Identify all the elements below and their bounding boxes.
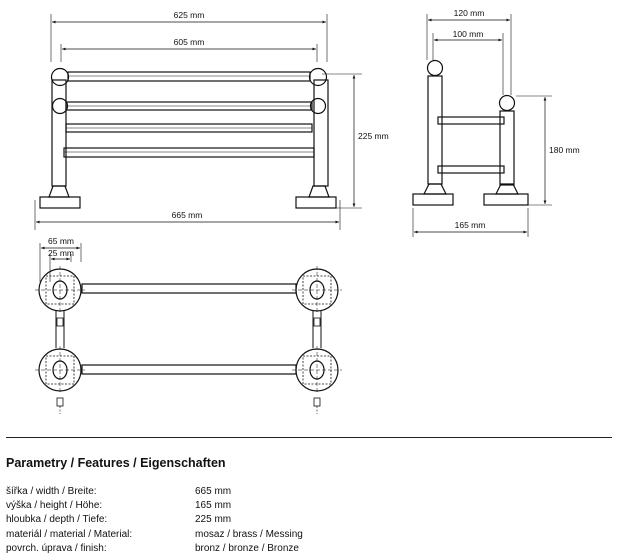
spec-value: 665 mm [195,486,232,497]
spec-value: 165 mm [195,500,232,512]
spec-row-finish: povrch. úprava / finish: bronz / bronze … [6,542,566,556]
specs-table: šířka / width / Breite: 665 mm výška / h… [6,485,566,556]
label-front-outer-width: 625 mm [174,10,205,20]
label-overall-length: 665 mm [172,210,203,220]
spec-label: hloubka / depth / Tiefe: [6,514,108,526]
front-view [34,14,362,230]
spec-label: výška / height / Höhe: [6,500,103,512]
section-divider [6,437,612,438]
spec-value: mosaz / brass / Messing [195,528,303,540]
spec-label: šířka / width / Breite: [6,486,97,497]
spec-row-material: materiál / material / Material: mosaz / … [6,528,566,542]
spec-value: bronz / bronze / Bronze [195,542,299,554]
label-plan-inner-spacing: 25 mm [48,248,74,258]
spec-value: 225 mm [195,514,232,526]
specs-title: Parametry / Features / Eigenschaften [6,456,226,470]
spec-row-depth: hloubka / depth / Tiefe: 225 mm [6,513,566,527]
spec-label: povrch. úprava / finish: [6,542,107,554]
label-front-inner-width: 605 mm [174,37,205,47]
plan-view [35,243,342,414]
label-side-inner-width: 100 mm [453,29,484,39]
spec-row-width: šířka / width / Breite: 665 mm [6,485,566,499]
side-view [412,14,552,237]
label-plan-post-spacing: 65 mm [48,236,74,246]
label-side-base-depth: 165 mm [455,220,486,230]
spec-row-height: výška / height / Höhe: 165 mm [6,499,566,513]
technical-drawing: 625 mm 605 mm 225 mm 665 mm 120 mm [34,8,580,414]
label-front-height: 225 mm [358,131,389,141]
label-side-top-width: 120 mm [454,8,485,18]
label-side-height: 180 mm [549,145,580,155]
spec-label: materiál / material / Material: [6,528,133,540]
